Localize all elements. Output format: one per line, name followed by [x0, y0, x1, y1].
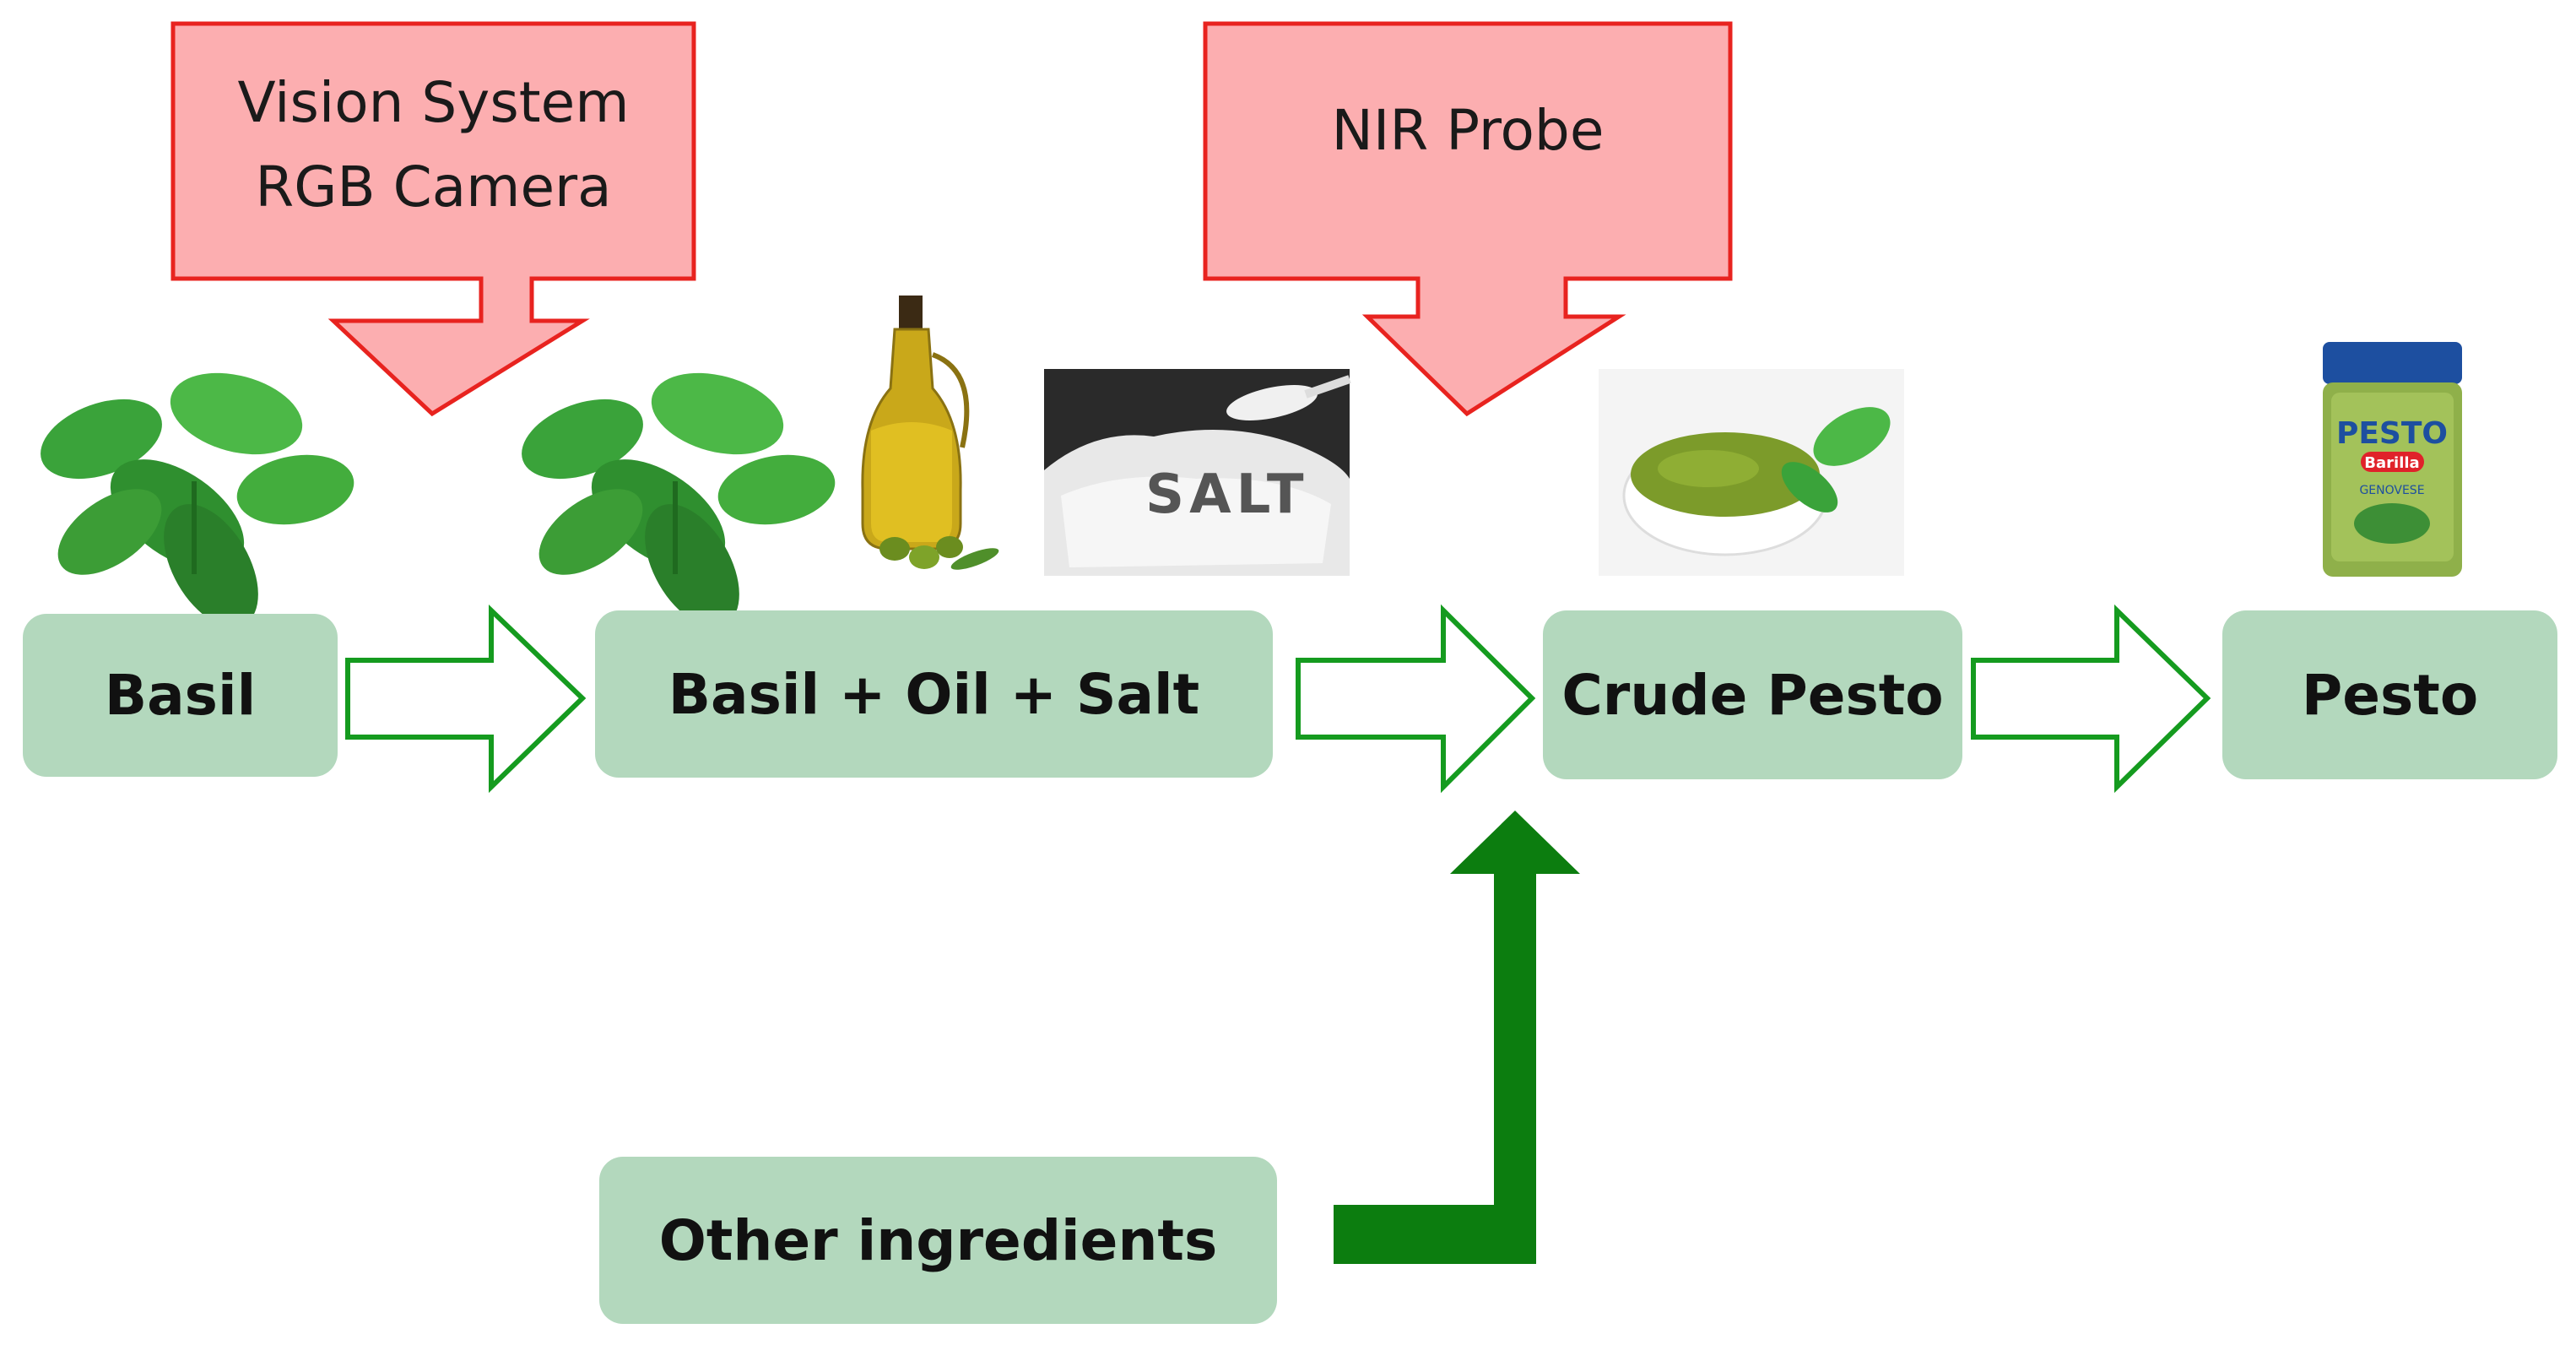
- step-basil: Basil: [23, 614, 338, 777]
- step-basil-label: Basil: [104, 663, 257, 728]
- arrow-basil-to-mix: [345, 604, 587, 794]
- step-other-ingredients-label: Other ingredients: [658, 1207, 1218, 1273]
- step-pesto-label: Pesto: [2301, 662, 2479, 728]
- nir-probe-callout-shape: [1203, 21, 1733, 417]
- salt-word: SALT: [1145, 464, 1308, 526]
- step-crude-pesto: Crude Pesto: [1543, 610, 1962, 779]
- jar-variant-text: GENOVESE: [2359, 484, 2424, 497]
- other-ingredients-elbow-arrow: [1334, 811, 1580, 1264]
- arrow-crude-to-pesto: [1971, 604, 2211, 794]
- step-basil-oil-salt-label: Basil + Oil + Salt: [668, 661, 1200, 727]
- basil-leaves-icon: [41, 372, 354, 627]
- vision-system-callout-shape: [170, 21, 696, 417]
- vision-system-line1: Vision System: [237, 70, 630, 135]
- vision-system-line2: RGB Camera: [255, 155, 612, 220]
- step-other-ingredients: Other ingredients: [599, 1157, 1277, 1324]
- basil-leaves-icon-2: [522, 372, 836, 627]
- nir-probe-text: NIR Probe: [1331, 98, 1605, 163]
- step-basil-oil-salt: Basil + Oil + Salt: [595, 610, 1273, 778]
- jar-maker-text: Barilla: [2364, 454, 2419, 472]
- olive-oil-bottle-icon: [861, 296, 999, 570]
- vision-system-label: Vision System RGB Camera: [173, 61, 694, 230]
- step-crude-pesto-label: Crude Pesto: [1561, 662, 1944, 728]
- arrow-mix-to-crude: [1296, 604, 1536, 794]
- crude-pesto-bowl-photo: [1599, 369, 1904, 576]
- jar-brand-text: PESTO: [2336, 416, 2448, 451]
- salt-photo: SALT: [1044, 369, 1351, 576]
- pesto-jar-photo: PESTO Barilla GENOVESE: [2323, 342, 2462, 577]
- step-pesto: Pesto: [2222, 610, 2557, 779]
- nir-probe-label: NIR Probe: [1205, 89, 1730, 173]
